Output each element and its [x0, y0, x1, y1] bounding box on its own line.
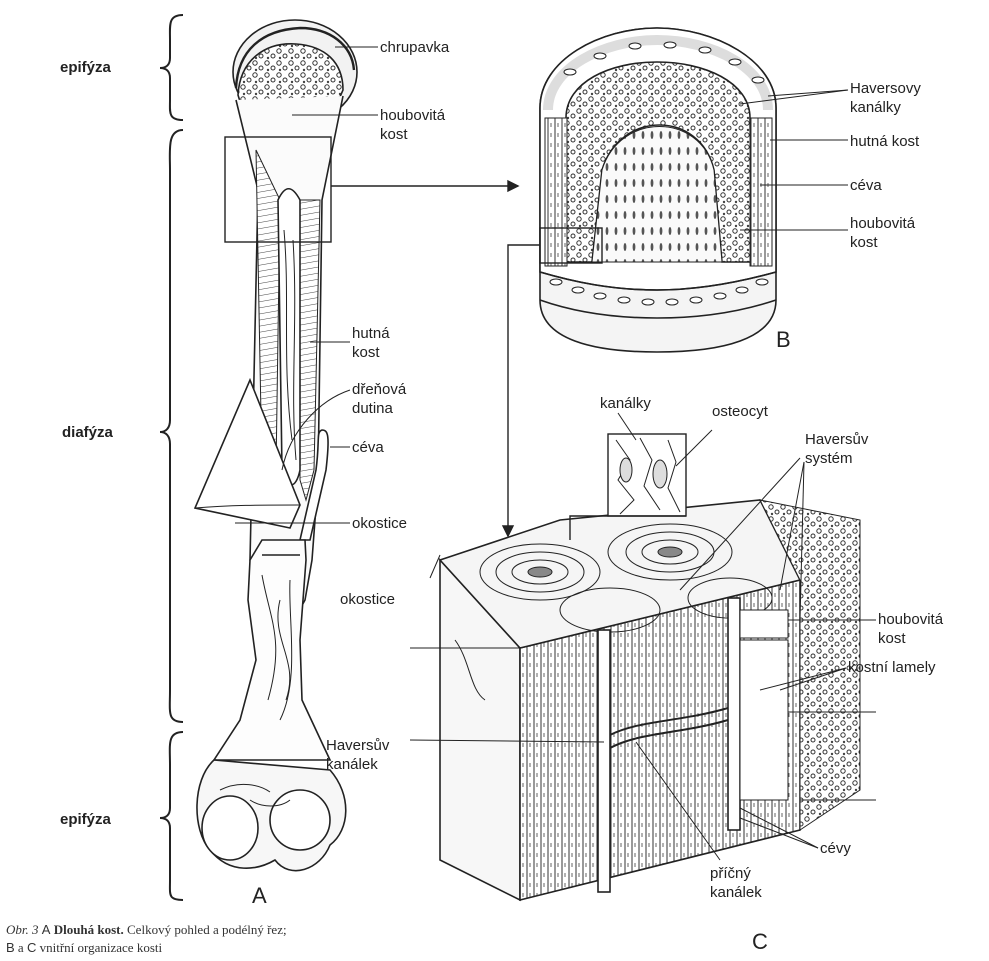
panel-label-b: B: [776, 328, 791, 352]
label-hutna-kost-b: hutná kost: [850, 132, 919, 151]
label-ceva-b: céva: [850, 176, 882, 195]
label-kostni-lamely: kostní lamely: [848, 658, 936, 677]
caption-line-2-text: vnitřní organizace kosti: [40, 940, 163, 955]
brace-diafyza: [160, 130, 183, 722]
brace-epifyza-bottom: [160, 732, 183, 900]
label-kanalky: kanálky: [600, 394, 651, 413]
figure-caption: Obr. 3 A Dlouhá kost. Celkový pohled a p…: [6, 921, 287, 957]
label-cevy: cévy: [820, 839, 851, 858]
label-osteocyt: osteocyt: [712, 402, 768, 421]
caption-line-1-text: Celkový pohled a podélný řez;: [127, 922, 287, 937]
panel-label-c: C: [752, 930, 768, 954]
label-okostice-c: okostice: [340, 590, 395, 609]
label-diafyza: diafýza: [62, 423, 113, 442]
caption-panel-a: A: [42, 922, 51, 937]
caption-title: Dlouhá kost.: [54, 922, 124, 937]
caption-panel-b: B: [6, 940, 15, 955]
caption-line-2: B a C vnitřní organizace kosti: [6, 939, 287, 957]
bone-section-b: [540, 28, 776, 352]
panel-label-a: A: [252, 884, 267, 908]
label-chrupavka: chrupavka: [380, 38, 449, 57]
caption-panel-c: C: [27, 940, 36, 955]
caption-and: a: [18, 940, 24, 955]
label-epifyza-top: epifýza: [60, 58, 111, 77]
caption-line-1: Obr. 3 A Dlouhá kost. Celkový pohled a p…: [6, 921, 287, 939]
label-ceva-a: céva: [352, 438, 384, 457]
label-okostice-a: okostice: [352, 514, 407, 533]
brace-epifyza-top: [160, 15, 183, 120]
caption-figure-number: Obr. 3: [6, 922, 39, 937]
label-epifyza-bottom: epifýza: [60, 810, 111, 829]
